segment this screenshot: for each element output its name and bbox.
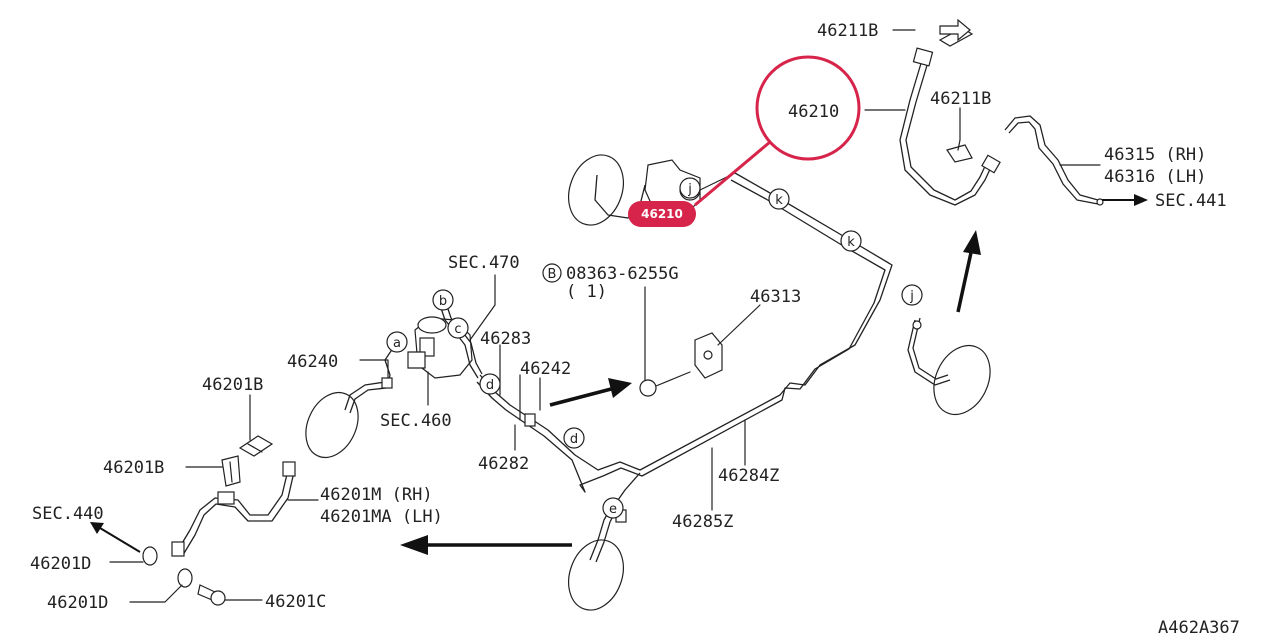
- label-46201D-a[interactable]: 46201D: [30, 554, 91, 574]
- arrow-to-front-head: [400, 535, 428, 555]
- label-sec440[interactable]: SEC.440: [32, 504, 104, 524]
- hose-46210-fitting-top: [912, 47, 934, 67]
- callout-d1: d: [479, 373, 501, 395]
- washer-46201D-b: [177, 568, 193, 588]
- callout-k1: k: [768, 188, 790, 210]
- label-46201B-b[interactable]: 46201B: [103, 458, 164, 478]
- arrow-to-right-head: [608, 378, 632, 398]
- svg-text:B: B: [548, 267, 557, 282]
- callouts: k k j j b c a d d e B: [386, 177, 923, 519]
- label-46201B-a[interactable]: 46201B: [202, 375, 263, 395]
- callout-bolt-b: B: [542, 263, 562, 283]
- callout-j2: j: [901, 284, 923, 306]
- arrow-to-sec441-head: [1134, 194, 1148, 206]
- svg-text:e: e: [609, 502, 617, 517]
- callout-k2: k: [840, 230, 862, 252]
- washer-46201D-a: [142, 546, 158, 566]
- rear-left-brake-assembly: [568, 499, 627, 611]
- label-46316[interactable]: 46316 (LH): [1104, 167, 1206, 187]
- callout-d2: d: [563, 427, 585, 449]
- label-46211B-mid[interactable]: 46211B: [930, 89, 991, 109]
- label-46313[interactable]: 46313: [750, 287, 801, 307]
- label-sec441[interactable]: SEC.441: [1155, 191, 1227, 211]
- hose-46210-fitting-bottom: [981, 154, 1001, 174]
- callout-j1: j: [679, 177, 701, 199]
- label-sec470[interactable]: SEC.470: [448, 253, 520, 273]
- bolt-08363: [639, 379, 657, 397]
- label-bolt-08363[interactable]: 08363-6255G: [566, 264, 679, 284]
- arrow-up-head: [963, 230, 981, 255]
- label-46242[interactable]: 46242: [520, 359, 571, 379]
- hose-46210-assembly: [899, 27, 1001, 206]
- left-brake-46240: [305, 377, 393, 459]
- highlight-circle: [755, 55, 861, 161]
- part-labels: 46211B 46210 46211B 46315 (RH) 46316 (LH…: [30, 21, 1240, 638]
- rear-left-brake-disc: [568, 539, 624, 611]
- svg-text:c: c: [454, 322, 461, 337]
- rear-right-brake-disc: [933, 344, 991, 416]
- direction-arrows: [90, 18, 1148, 555]
- highlight-46210: 46210: [628, 55, 861, 227]
- svg-text:j: j: [909, 289, 914, 304]
- label-46285Z[interactable]: 46285Z: [672, 512, 733, 532]
- label-46201M[interactable]: 46201M (RH): [320, 485, 433, 505]
- bolt-and-block-46313: [639, 332, 723, 397]
- label-46201C[interactable]: 46201C: [265, 592, 326, 612]
- clip-46211B-mid: [946, 144, 973, 163]
- callout-e: e: [602, 497, 624, 519]
- callout-b: b: [432, 289, 454, 311]
- main-brake-pipe: [476, 172, 893, 501]
- clip-46282: [524, 413, 536, 427]
- label-46315[interactable]: 46315 (RH): [1104, 145, 1206, 165]
- label-bolt-qty: ( 1): [566, 282, 607, 302]
- clips-46201B: [221, 435, 274, 487]
- rear-right-brake-assembly: [907, 317, 991, 416]
- figure-code: A462A367: [1158, 618, 1240, 638]
- label-46201D-b[interactable]: 46201D: [47, 593, 108, 613]
- arrow-to-sec440-head: [90, 522, 104, 534]
- highlight-badge[interactable]: [628, 201, 696, 227]
- label-sec460[interactable]: SEC.460: [380, 411, 452, 431]
- arrow-46211B-top: [939, 18, 971, 42]
- svg-text:a: a: [393, 336, 401, 351]
- svg-text:k: k: [775, 193, 783, 208]
- arrow-to-right: [549, 386, 616, 407]
- hose-46210: [899, 59, 993, 206]
- highlight-badge-label: 46210: [641, 207, 683, 221]
- label-46283[interactable]: 46283: [480, 329, 531, 349]
- label-46211B-top[interactable]: 46211B: [817, 21, 878, 41]
- left-brake-disc: [305, 391, 359, 459]
- label-46201MA[interactable]: 46201MA (LH): [320, 507, 443, 527]
- callout-a: a: [386, 331, 408, 353]
- svg-text:j: j: [687, 182, 692, 197]
- label-46210-circle[interactable]: 46210: [788, 102, 839, 122]
- svg-text:d: d: [570, 432, 578, 447]
- label-46282[interactable]: 46282: [478, 454, 529, 474]
- arrow-to-sec440: [99, 527, 141, 553]
- rear-pipe-46315: [1004, 115, 1104, 206]
- label-46240[interactable]: 46240: [287, 352, 338, 372]
- highlight-leader: [694, 140, 771, 207]
- svg-text:b: b: [439, 294, 447, 309]
- label-46284Z[interactable]: 46284Z: [718, 466, 779, 486]
- arrow-up: [956, 247, 974, 313]
- hose-46201M-assembly: [142, 461, 296, 606]
- callout-c: c: [447, 317, 469, 339]
- svg-text:k: k: [847, 235, 855, 250]
- leader-lines: [109, 29, 1101, 603]
- svg-text:d: d: [486, 378, 494, 393]
